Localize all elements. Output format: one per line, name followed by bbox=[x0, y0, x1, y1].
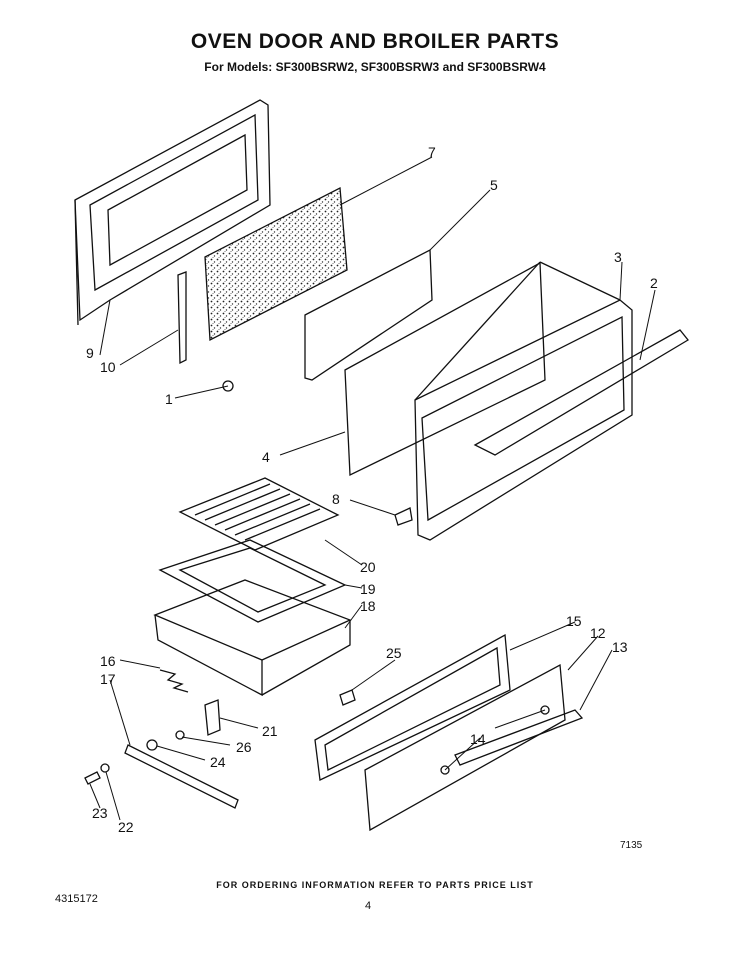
part-1-screw bbox=[222, 380, 234, 392]
part-24-nut bbox=[146, 739, 158, 751]
callout-12: 12 bbox=[590, 625, 606, 641]
callout-16: 16 bbox=[100, 653, 116, 669]
callout-14: 14 bbox=[470, 731, 486, 747]
part-4-outer-glass bbox=[344, 261, 546, 477]
callout-20: 20 bbox=[360, 559, 376, 575]
part-23-screw bbox=[84, 771, 101, 785]
callout-18: 18 bbox=[360, 598, 376, 614]
part-7-insulation bbox=[204, 186, 348, 342]
callout-24: 24 bbox=[210, 754, 226, 770]
part-14-screw bbox=[440, 765, 450, 775]
callout-7: 7 bbox=[428, 144, 436, 160]
callout-8: 8 bbox=[332, 491, 340, 507]
callout-26: 26 bbox=[236, 739, 252, 755]
models-subtitle: For Models: SF300BSRW2, SF300BSRW3 and S… bbox=[204, 60, 546, 74]
leader-lines bbox=[89, 156, 656, 821]
callout-9: 9 bbox=[86, 345, 94, 361]
part-15-broiler-inner bbox=[314, 633, 511, 781]
callout-13: 13 bbox=[612, 639, 628, 655]
callout-5: 5 bbox=[490, 177, 498, 193]
part-10-gasket bbox=[177, 271, 187, 365]
part-20-broiler-grid bbox=[178, 477, 340, 551]
part-26-screw bbox=[175, 730, 185, 740]
callout-17: 17 bbox=[100, 671, 116, 687]
ordering-note: FOR ORDERING INFORMATION REFER TO PARTS … bbox=[216, 880, 534, 890]
part-5-inner-glass bbox=[304, 248, 433, 381]
callout-23: 23 bbox=[92, 805, 108, 821]
callout-25: 25 bbox=[386, 645, 402, 661]
part-13-broiler-handle bbox=[454, 709, 584, 766]
callout-4: 4 bbox=[262, 449, 270, 465]
callout-1: 1 bbox=[165, 391, 173, 407]
part-16-spring bbox=[159, 669, 189, 693]
callout-22: 22 bbox=[118, 819, 134, 835]
callout-21: 21 bbox=[262, 723, 278, 739]
page-title: OVEN DOOR AND BROILER PARTS bbox=[190, 30, 560, 53]
figure-code: 7135 bbox=[620, 840, 643, 851]
callout-2: 2 bbox=[650, 275, 658, 291]
callout-15: 15 bbox=[566, 613, 582, 629]
callout-10: 10 bbox=[100, 359, 116, 375]
part-8-hinge-clip bbox=[394, 507, 413, 526]
page-number: 4 bbox=[365, 900, 372, 912]
part-18-broiler-pan bbox=[153, 579, 352, 697]
callout-3: 3 bbox=[614, 249, 622, 265]
part-17-slide-rail bbox=[124, 744, 239, 809]
part-2-handle bbox=[473, 329, 689, 456]
part-12-broiler-outer bbox=[364, 663, 566, 832]
part-3-outer-door bbox=[414, 261, 633, 541]
document-number: 4315172 bbox=[55, 893, 98, 905]
callout-19: 19 bbox=[360, 581, 376, 597]
part-25-clip bbox=[339, 689, 356, 706]
part-9-inner-door-panel bbox=[74, 99, 271, 326]
part-14-screw-2 bbox=[540, 705, 550, 715]
part-22-washer bbox=[100, 763, 110, 773]
part-21-bracket bbox=[204, 699, 221, 736]
